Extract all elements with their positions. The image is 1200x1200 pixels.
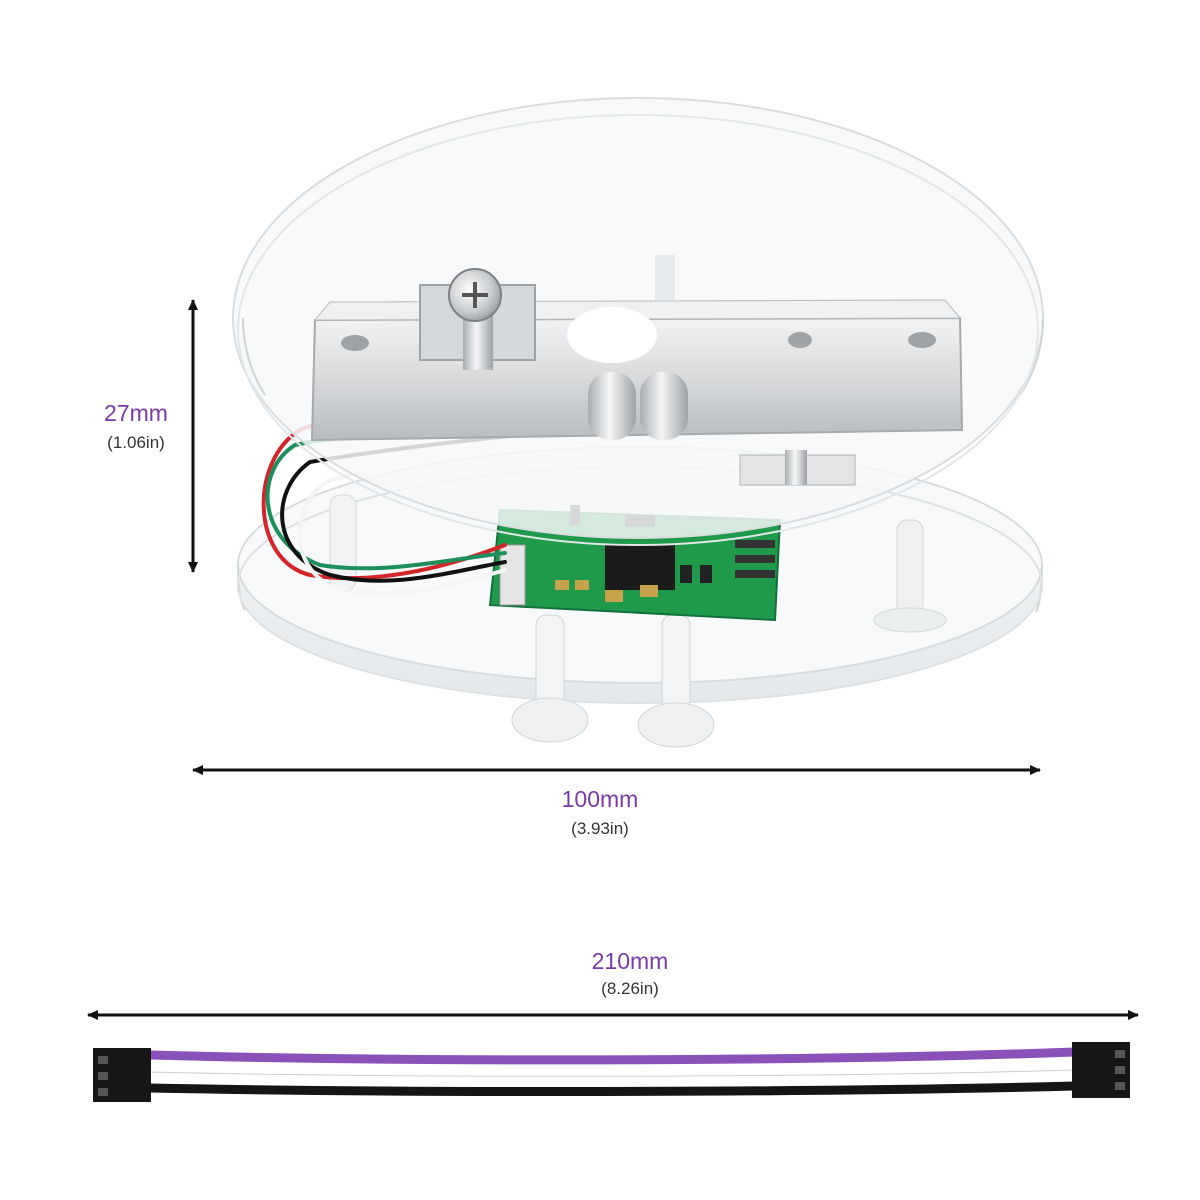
hx711-board (488, 505, 782, 622)
cable-length-label-imperial: (8.26in) (601, 979, 659, 998)
cable-length-label: 210mm (591, 948, 669, 974)
standoffs (329, 494, 947, 748)
dupont-jumper-cable (93, 1042, 1130, 1102)
height-label: 27mm (104, 400, 168, 426)
load-cell (310, 268, 964, 486)
height-label-imperial: (1.06in) (107, 433, 165, 452)
diameter-label: 100mm (561, 786, 639, 812)
diameter-label-imperial: (3.93in) (571, 819, 629, 838)
